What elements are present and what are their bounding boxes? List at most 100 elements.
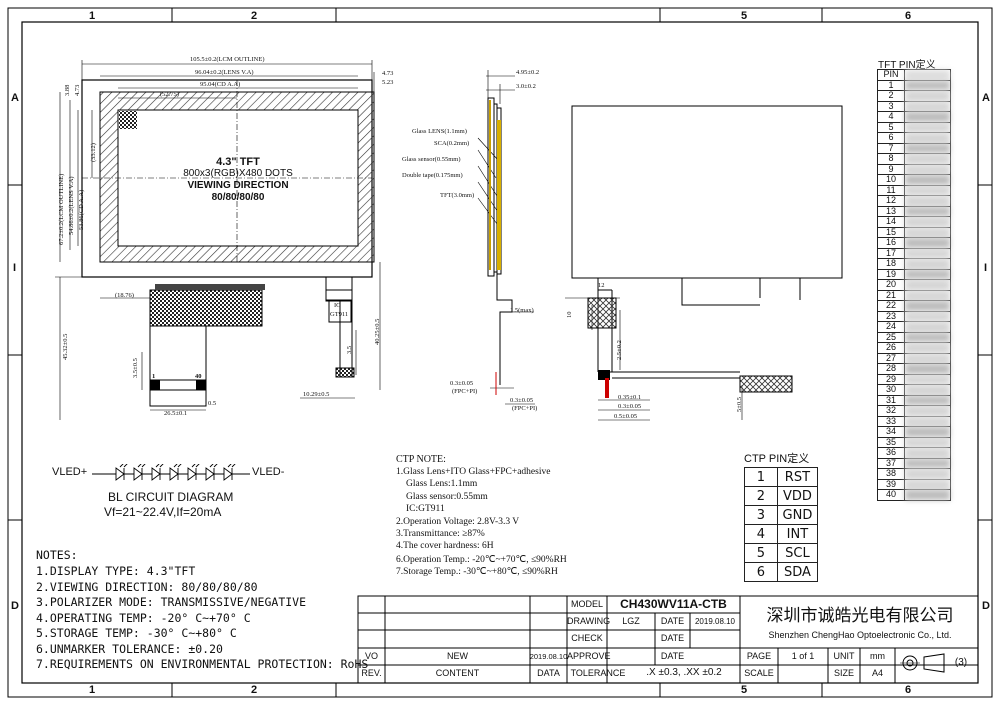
tft-signal-cell [904, 79, 951, 91]
tft-signal-cell [904, 69, 951, 81]
tft-pin-number: 6 [877, 132, 905, 144]
tft-signal-cell [904, 321, 951, 333]
dim-ca-width: 95.04(CD A.A) [200, 81, 241, 88]
tft-pin-row: 31 [877, 394, 951, 406]
tft-pin-number: 24 [877, 321, 905, 333]
tft-signal-cell [904, 279, 951, 291]
ctp-pin-signal: RST [776, 467, 819, 487]
tft-pin-row: 38 [877, 468, 951, 480]
back-dim-5: 5±0.5 [736, 397, 743, 412]
tb-content-label: CONTENT [435, 668, 480, 678]
side-layer-4: Double tape(0.175mm) [402, 172, 463, 179]
tft-pin-number: 31 [877, 394, 905, 406]
ctp-note-line: 4.The cover hardness: 6H [396, 541, 494, 552]
tft-signal-cell [904, 268, 951, 280]
side-layer-3: Glass sensor(0.55mm) [402, 156, 461, 163]
dim-ic-height: 3.5 [346, 345, 353, 354]
zone-row-i-right: I [984, 262, 988, 274]
zone-col-2: 2 [250, 10, 258, 22]
zone-col-1-bottom: 1 [88, 684, 96, 696]
tft-pin-row: 25 [877, 331, 951, 343]
tft-pin-number: 36 [877, 447, 905, 459]
ctp-note-line: 7.Storage Temp.: -30℃~+80℃, ≤90%RH [396, 567, 558, 578]
dim-height-outline: 67.2±0.2(LCM OUTLINE) [58, 173, 65, 245]
note-line: 1.DISPLAY TYPE: 4.3"TFT [36, 564, 196, 578]
ctp-note-line: IC:GT911 [406, 504, 445, 515]
tft-pin-number: 19 [877, 268, 905, 280]
dim-fpc-pitch: 3.5±0.5 [132, 358, 139, 378]
dim-left-1: 3.88 [64, 84, 71, 96]
dim-height-ca: 53.86(CD A.A) [78, 189, 85, 230]
dim-lens-width: 96.04±0.2(LENS V.A) [195, 69, 254, 76]
tft-pin-number: 11 [877, 184, 905, 196]
led-string [112, 462, 244, 488]
tft-pin-row: 36 [877, 447, 951, 459]
tft-pin-row: 27 [877, 352, 951, 364]
side-layer-1: Glass LENS(1.1mm) [412, 128, 467, 135]
tft-pin-row: 5 [877, 121, 951, 133]
tft-pin-number: 14 [877, 216, 905, 228]
tft-pin-number: 23 [877, 310, 905, 322]
tft-pin-number: 33 [877, 415, 905, 427]
dim-fpc-offset: (18.76) [115, 292, 134, 299]
tft-pin-row: 19 [877, 268, 951, 280]
tft-pin-row: 12 [877, 195, 951, 207]
tft-pin-row: 30 [877, 384, 951, 396]
side-layer-2: SCA(0.2mm) [434, 140, 470, 147]
display-title: 4.3" TFT [216, 156, 260, 168]
tft-signal-cell [904, 247, 951, 259]
viewing-direction-value: 80/80/80/80 [211, 192, 265, 203]
tft-pin-row: 28 [877, 363, 951, 375]
ctp-pin-title: CTP PIN定义 [744, 453, 810, 465]
ic-label: IC [334, 302, 341, 309]
tb-vo: VO [364, 651, 378, 661]
tft-pin-number: 7 [877, 142, 905, 154]
side-dim-total: 4.95±0.2 [516, 69, 540, 76]
tft-signal-cell [904, 226, 951, 238]
tft-pin-row: 9 [877, 163, 951, 175]
tft-pin-number: 17 [877, 247, 905, 259]
tft-pin-number: 5 [877, 121, 905, 133]
tft-signal-cell [904, 90, 951, 102]
ctp-note-line: 1.Glass Lens+ITO Glass+FPC+adhesive [396, 467, 551, 477]
tft-signal-cell [904, 310, 951, 322]
side-dim-bend: 1.5(max) [510, 307, 534, 314]
side-dim-fpc1-note: (FPC+PI) [452, 388, 478, 395]
tft-pin-row: 3 [877, 100, 951, 112]
note-line: 2.VIEWING DIRECTION: 80/80/80/80 [36, 579, 258, 594]
ctp-note-line: 2.Operation Voltage: 2.8V-3.3 V [396, 516, 520, 527]
bl-circuit-spec: Vf=21~22.4V,If=20mA [104, 505, 222, 519]
dim-height-lens: 54.86±0.2(LENS V.A) [68, 176, 75, 235]
tft-pin-row: 15 [877, 226, 951, 238]
tft-pin-number: 39 [877, 478, 905, 490]
tft-signal-cell [904, 447, 951, 459]
viewing-direction-label: VIEWING DIRECTION [187, 180, 289, 191]
tft-signal-cell [904, 121, 951, 133]
fpc-pin-40: 40 [195, 373, 202, 380]
ctp-note-title: CTP NOTE: [396, 454, 446, 465]
zone-row-d: D [11, 600, 19, 612]
led-diode-icon [169, 462, 183, 481]
tft-pin-row: 35 [877, 436, 951, 448]
tft-pin-row: 10 [877, 174, 951, 186]
note-line: 4.OPERATING TEMP: -20° C~+70° C [36, 610, 251, 625]
note-line: 5.STORAGE TEMP: -30° C~+80° C [36, 626, 237, 640]
tft-pin-number: 25 [877, 331, 905, 343]
tft-signal-cell [904, 426, 951, 438]
tb-projection: (3) [954, 657, 968, 668]
tft-signal-cell [904, 342, 951, 354]
tft-pin-header: PIN [877, 69, 905, 81]
tft-signal-cell [904, 384, 951, 396]
dim-fpc-length: 45.32±0.5 [62, 333, 69, 360]
side-dim-fpc1: 0.3±0.05 [450, 380, 474, 387]
dim-ic-width: 10.29±0.5 [303, 391, 330, 398]
tft-signal-cell [904, 163, 951, 175]
tft-pin-number: 26 [877, 342, 905, 354]
led-diode-icon [151, 462, 165, 481]
tft-pin-row: 20 [877, 279, 951, 291]
tft-pin-row: 11 [877, 184, 951, 196]
zone-col-6-bottom: 6 [904, 684, 912, 696]
tft-signal-cell [904, 237, 951, 249]
